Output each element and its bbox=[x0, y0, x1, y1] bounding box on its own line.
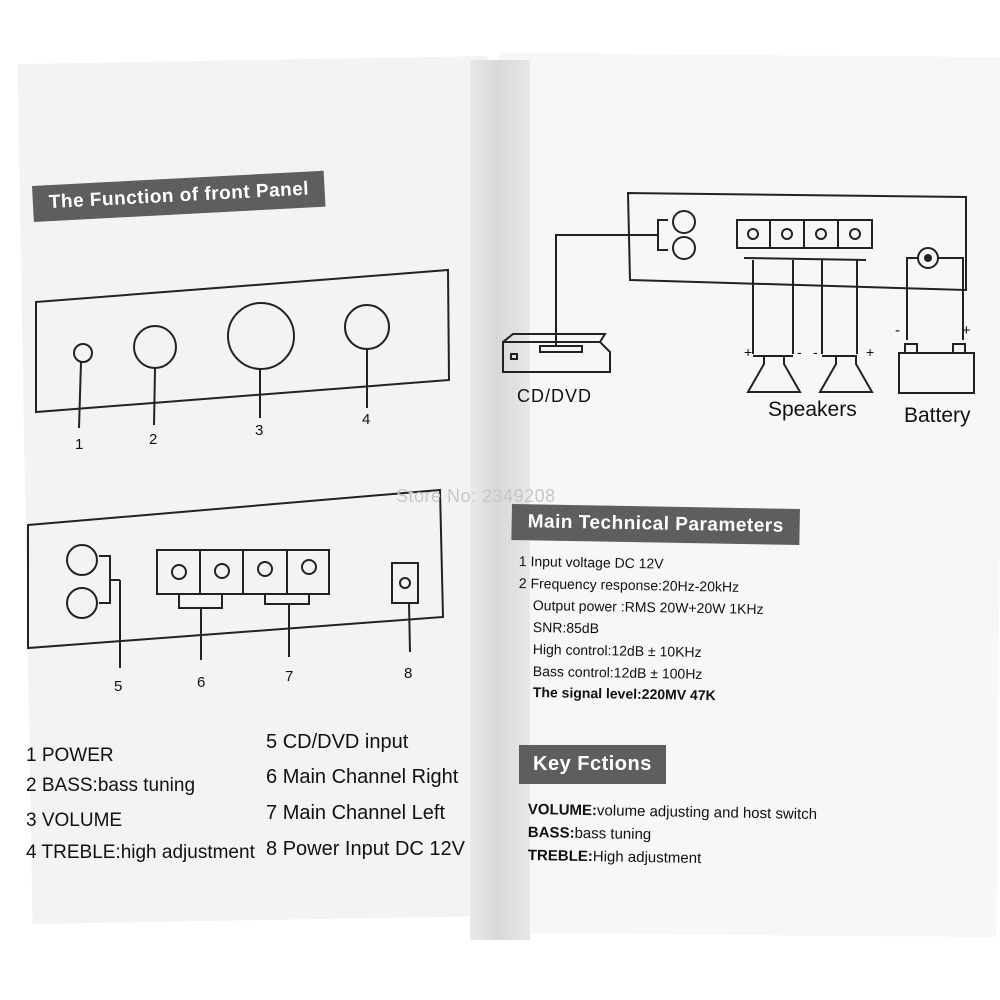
cd-dvd-player-icon bbox=[502, 341, 611, 373]
param-item: Bass control:12dB ± 100Hz bbox=[532, 663, 703, 682]
legend-num: 1 bbox=[26, 745, 37, 766]
params-title: Main Technical Parameters bbox=[511, 504, 801, 546]
key-function-name: BASS: bbox=[527, 824, 575, 842]
rear-number-7: 7 bbox=[285, 668, 294, 685]
legend-num: 6 bbox=[266, 766, 278, 788]
key-function-desc: bass tuning bbox=[574, 824, 652, 844]
speakers-label: Speakers bbox=[768, 398, 857, 421]
rear-number-8: 8 bbox=[404, 665, 413, 682]
legend-item-4: 4 TREBLE:high adjustment bbox=[26, 842, 255, 864]
legend-label: POWER bbox=[41, 745, 114, 766]
key-function-item: TREBLE:High adjustment bbox=[528, 847, 702, 867]
battery-label: Battery bbox=[904, 404, 971, 427]
amp-rca-bottom-icon bbox=[672, 236, 696, 260]
front-number-1: 1 bbox=[75, 436, 84, 453]
legend-item-7: 7 Main Channel Left bbox=[266, 802, 445, 825]
rca-bottom-icon bbox=[66, 587, 98, 619]
param-item: SNR:85dB bbox=[532, 619, 600, 637]
legend-item-1: 1 POWER bbox=[26, 745, 114, 767]
rear-number-6: 6 bbox=[197, 674, 206, 691]
battery-plus: + bbox=[962, 322, 971, 339]
rca-top-icon bbox=[66, 544, 98, 576]
key-function-name: TREBLE: bbox=[527, 847, 593, 866]
front-number-2: 2 bbox=[149, 431, 158, 448]
speaker-right-icon bbox=[818, 355, 874, 393]
legend-item-5: 5 CD/DVD input bbox=[266, 731, 408, 754]
front-panel-outline bbox=[35, 268, 451, 414]
rear-panel-outline bbox=[27, 488, 445, 650]
store-watermark: Store No: 2349208 bbox=[396, 486, 556, 506]
front-number-4: 4 bbox=[362, 411, 371, 428]
legend-label: VOLUME bbox=[41, 810, 123, 831]
speaker-r-plus: + bbox=[866, 344, 875, 360]
legend-label: BASS:bass tuning bbox=[41, 775, 196, 796]
legend-item-3: 3 VOLUME bbox=[26, 810, 122, 832]
legend-num: 5 bbox=[266, 731, 278, 753]
key-function-desc: High adjustment bbox=[592, 848, 702, 868]
legend-num: 2 bbox=[26, 775, 37, 796]
amp-rear-outline bbox=[626, 191, 967, 292]
legend-num: 8 bbox=[266, 838, 278, 860]
dc-input-jack-icon bbox=[391, 562, 419, 604]
page-gutter bbox=[470, 60, 530, 940]
key-function-name: VOLUME: bbox=[527, 801, 598, 820]
param-item: 1 Input voltage DC 12V bbox=[518, 553, 664, 572]
rear-number-5: 5 bbox=[114, 678, 123, 695]
amp-rca-top-icon bbox=[672, 210, 696, 234]
volume-knob-icon bbox=[227, 302, 295, 370]
terminal-3-icon bbox=[257, 561, 273, 577]
speaker-l-plus: + bbox=[744, 344, 753, 360]
terminal-4-icon bbox=[301, 559, 317, 575]
legend-label: CD/DVD input bbox=[282, 731, 409, 753]
legend-num: 4 bbox=[26, 842, 37, 863]
legend-label: TREBLE:high adjustment bbox=[41, 842, 255, 863]
legend-label: Main Channel Right bbox=[282, 766, 459, 788]
legend-num: 7 bbox=[266, 802, 278, 824]
terminal-2-icon bbox=[214, 563, 230, 579]
power-knob-icon bbox=[73, 343, 93, 363]
terminal-1-icon bbox=[171, 564, 187, 580]
front-number-3: 3 bbox=[255, 422, 264, 439]
param-item: High control:12dB ± 10KHz bbox=[532, 641, 702, 660]
param-item: The signal level:220MV 47K bbox=[532, 684, 716, 704]
bass-knob-icon bbox=[133, 325, 177, 369]
battery-minus: - bbox=[895, 322, 900, 339]
legend-num: 3 bbox=[26, 810, 37, 831]
speaker-r-minus: - bbox=[813, 344, 818, 360]
legend-item-2: 2 BASS:bass tuning bbox=[26, 775, 195, 797]
legend-item-8: 8 Power Input DC 12V bbox=[266, 838, 465, 861]
legend-label: Main Channel Left bbox=[282, 802, 446, 824]
cd-dvd-label: CD/DVD bbox=[517, 386, 593, 406]
legend-item-6: 6 Main Channel Right bbox=[266, 766, 458, 789]
key-function-item: BASS:bass tuning bbox=[528, 824, 652, 843]
legend-label: Power Input DC 12V bbox=[282, 838, 466, 860]
battery-icon bbox=[898, 352, 975, 394]
speaker-l-minus: - bbox=[797, 344, 802, 360]
treble-knob-icon bbox=[344, 304, 390, 350]
speaker-left-icon bbox=[746, 355, 802, 393]
key-functions-title: Key Fctions bbox=[519, 745, 666, 784]
